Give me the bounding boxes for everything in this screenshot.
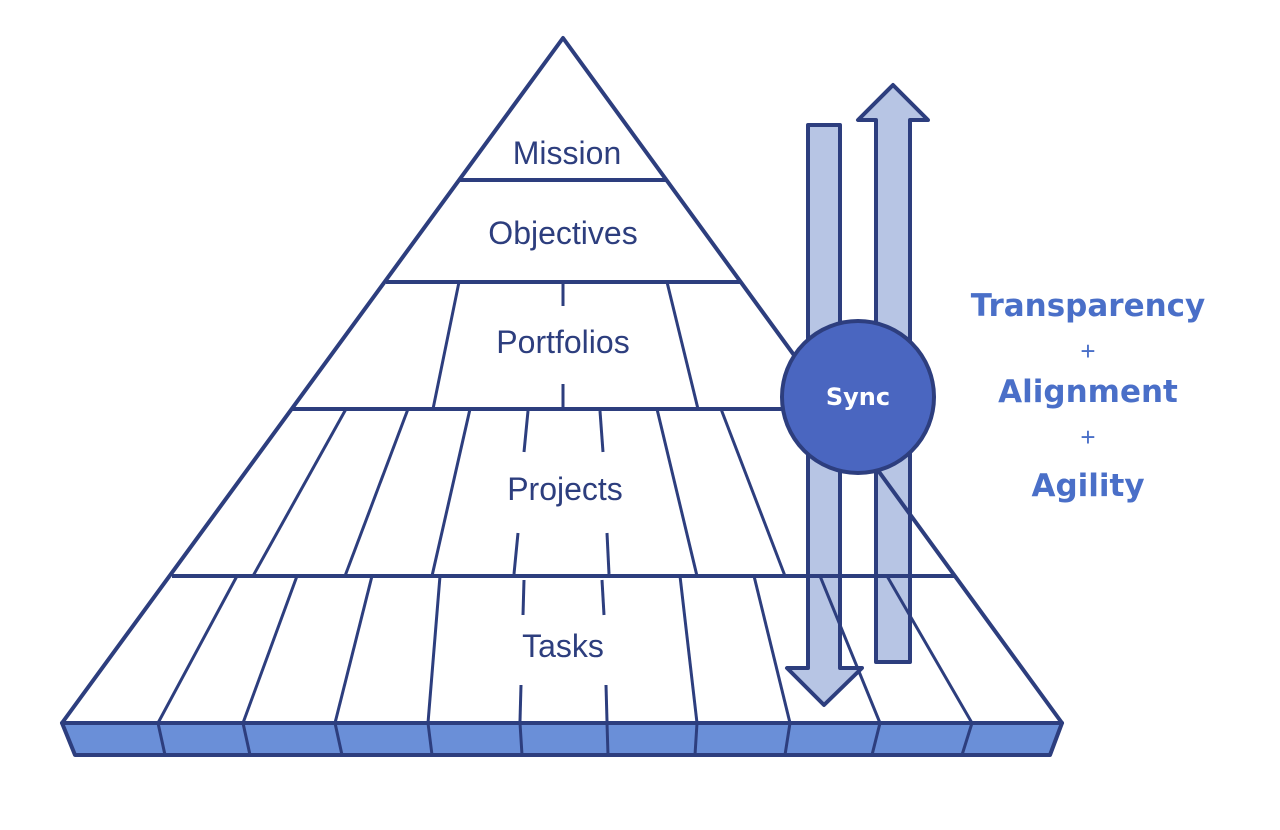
pyramid-base	[60, 721, 1064, 757]
tier-labels: Mission Objectives Portfolios Projects T…	[488, 135, 637, 664]
value-alignment: Alignment	[998, 374, 1178, 410]
tier-label-portfolios: Portfolios	[496, 324, 629, 360]
tier-label-projects: Projects	[507, 471, 623, 507]
tasks-segments	[156, 575, 974, 724]
value-agility: Agility	[1031, 468, 1144, 504]
portfolios-segments	[431, 281, 700, 410]
tier-label-mission: Mission	[513, 135, 621, 171]
values-list: Transparency + Alignment + Agility	[971, 288, 1206, 504]
value-transparency: Transparency	[971, 288, 1206, 324]
tier-dividers	[172, 178, 954, 578]
value-separator-1: +	[1080, 336, 1095, 366]
tier-label-tasks: Tasks	[522, 628, 604, 664]
sync-label: Sync	[826, 383, 890, 411]
projects-segments	[251, 408, 787, 577]
value-separator-2: +	[1080, 422, 1095, 452]
tier-label-objectives: Objectives	[488, 215, 637, 251]
sync-badge: Sync	[780, 319, 936, 475]
